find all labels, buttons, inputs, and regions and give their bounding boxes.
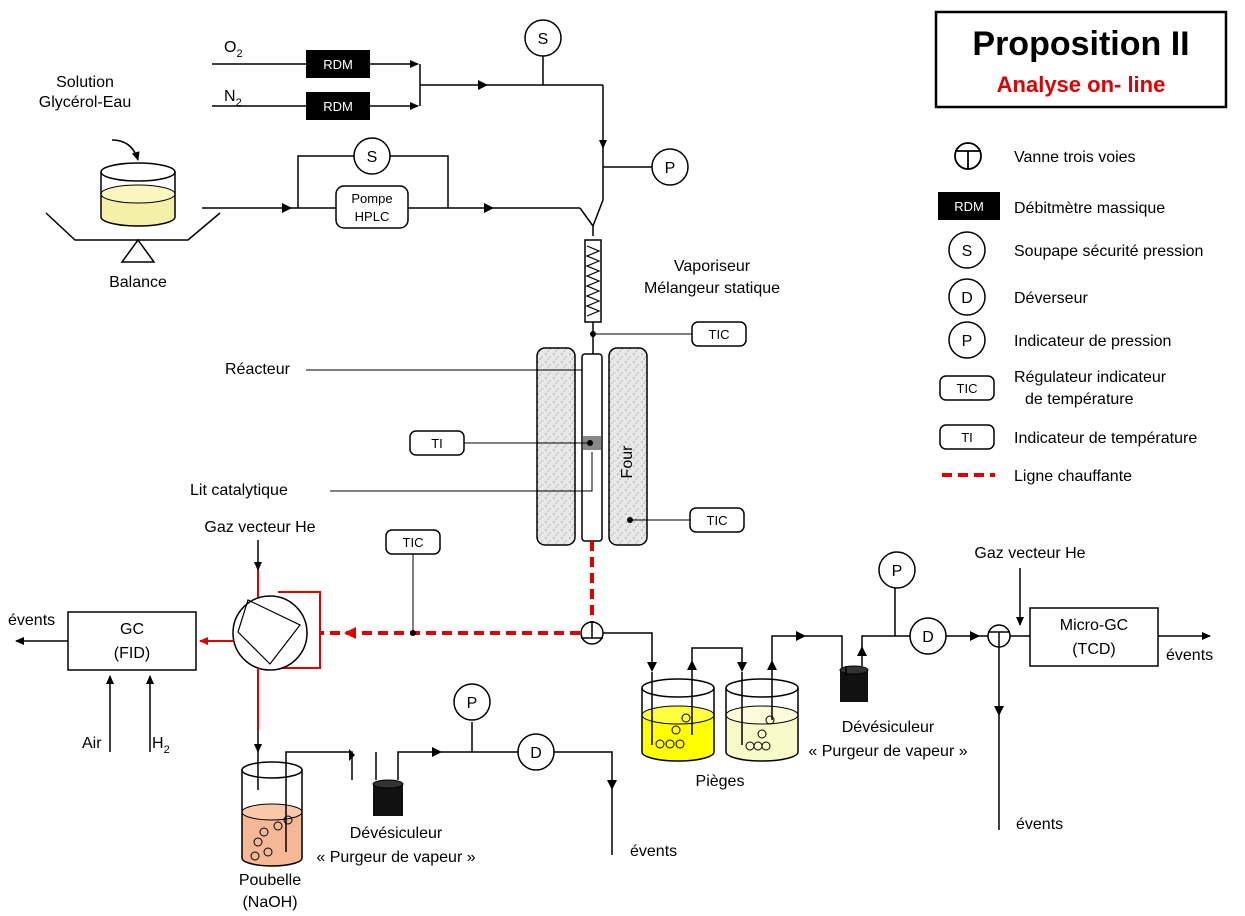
- tic-furnace: [689, 507, 745, 533]
- legend-d-label: Déverseur: [1014, 290, 1088, 307]
- gas-feed: O2 N2 RDM RDM S P: [212, 19, 689, 200]
- legend-d-symbol: [948, 278, 986, 316]
- gc-section: TIC Gaz vecteur He GC (FID) évents Air H…: [8, 519, 677, 911]
- demister-2: [840, 670, 868, 702]
- legend-s-symbol-text: S: [962, 243, 973, 260]
- gc-label-1: GC: [120, 621, 144, 638]
- relief-valve-gc-label: D: [530, 745, 542, 762]
- right-vents-down-label: évents: [1016, 816, 1063, 833]
- furnace-label: Four: [619, 445, 636, 479]
- hplc-pump-label-2: HPLC: [355, 209, 390, 224]
- balance-label: Balance: [109, 274, 167, 291]
- pressure-indicator-top: [651, 148, 689, 186]
- legend-heated-line-label: Ligne chauffante: [1014, 468, 1132, 485]
- furnace-right: [608, 347, 648, 546]
- micro-gc-label-2: (TCD): [1072, 641, 1116, 658]
- rdm-n2-label: RDM: [323, 99, 353, 114]
- waste-beaker: [241, 752, 303, 867]
- rdm-n2: [306, 92, 370, 120]
- safety-valve-liquid-label: S: [367, 149, 378, 166]
- pressure-indicator-gc-label: P: [467, 695, 478, 712]
- reactor-label: Réacteur: [225, 361, 291, 378]
- subtitle: Analyse on- line: [997, 72, 1166, 97]
- rdm-o2-label: RDM: [323, 57, 353, 72]
- hplc-pump-label-1: Pompe: [351, 191, 392, 206]
- waste-label-2: (NaOH): [242, 894, 297, 911]
- waste-label-1: Poubelle: [239, 872, 301, 889]
- safety-valve-liquid: [353, 137, 391, 175]
- carrier-gas-label: Gaz vecteur He: [204, 519, 315, 536]
- legend-rdm-symbol: [938, 192, 1000, 220]
- relief-valve-right-label: D: [922, 629, 934, 646]
- gc-vents-label: évents: [8, 612, 55, 629]
- legend-ti-label: Indicateur de température: [1014, 430, 1197, 447]
- legend-tic-label-1: Régulateur indicateur: [1014, 369, 1167, 386]
- legend-rdm-symbol-text: RDM: [954, 199, 984, 214]
- tic-top-label: TIC: [709, 327, 730, 342]
- vaporiser-label-1: Vaporiseur: [674, 258, 751, 275]
- feed-beaker: [100, 162, 176, 227]
- micro-gc-tcd: [1029, 607, 1159, 667]
- legend-s-symbol: [948, 231, 986, 269]
- pressure-indicator-right: [878, 551, 916, 589]
- legend-tic-symbol-text: TIC: [957, 381, 978, 396]
- pressure-indicator-gc: [453, 683, 491, 721]
- solution-label-1: Solution: [56, 74, 114, 91]
- legend-ti-symbol: [939, 424, 995, 450]
- legend-valve-symbol: [954, 142, 982, 170]
- legend-p-symbol-text: P: [962, 333, 973, 350]
- trap-1: [641, 660, 715, 762]
- legend-rdm-label: Débitmètre massique: [1014, 200, 1165, 217]
- tic-furnace-label: TIC: [707, 513, 728, 528]
- traps-section: Pièges Dévésiculeur « Purgeur de vapeur …: [603, 545, 1213, 833]
- reactor-section: Vaporiseur Mélangeur statique TIC Four R…: [190, 239, 780, 546]
- furnace-left: [536, 347, 576, 546]
- h2-label: H2: [152, 735, 170, 756]
- legend-ti-symbol-text: TI: [961, 430, 973, 445]
- legend-p-symbol: [948, 321, 986, 359]
- micro-gc-vents-label: évents: [1166, 647, 1213, 664]
- legend-p-label: Indicateur de pression: [1014, 333, 1171, 350]
- legend-tic-label-2: de température: [1025, 391, 1134, 408]
- rdm-o2: [306, 50, 370, 78]
- gc-fid: [67, 611, 197, 671]
- micro-gc-label-1: Micro-GC: [1060, 617, 1128, 634]
- legend-d-symbol-text: D: [961, 290, 973, 307]
- tic-heated-line-label: TIC: [403, 535, 424, 550]
- catalytic-bed-label: Lit catalytique: [190, 482, 288, 499]
- liquid-feed: Solution Glycérol-Eau Balance S Pompe HP…: [39, 74, 604, 291]
- air-label: Air: [82, 735, 102, 752]
- legend-s-label: Soupape sécurité pression: [1014, 243, 1203, 260]
- injection-valve: [232, 595, 308, 671]
- solution-label-2: Glycérol-Eau: [39, 94, 131, 111]
- demister-1-label-1: Dévésiculeur: [350, 825, 443, 842]
- tic-top: [691, 321, 747, 347]
- o2-label: O2: [224, 39, 243, 60]
- demister-2-label-2: « Purgeur de vapeur »: [808, 743, 967, 760]
- gc-label-2: (FID): [114, 645, 150, 662]
- legend-tic-symbol: [939, 375, 995, 401]
- traps-label: Pièges: [696, 773, 745, 790]
- legend: Vanne trois voies RDM Débitmètre massiqu…: [938, 142, 1203, 485]
- safety-valve-gas-label: S: [538, 31, 549, 48]
- ti-label: TI: [431, 436, 443, 451]
- pressure-indicator-right-label: P: [892, 563, 903, 580]
- demister-2-label-1: Dévésiculeur: [842, 719, 935, 736]
- n2-label: N2: [224, 88, 242, 109]
- micro-carrier-gas-label: Gaz vecteur He: [974, 545, 1085, 562]
- demister-1: [373, 784, 403, 816]
- title-box: Proposition II Analyse on- line: [934, 10, 1228, 109]
- title: Proposition II: [972, 25, 1189, 63]
- safety-valve-gas: [524, 19, 562, 57]
- demister-1-label-2: « Purgeur de vapeur »: [316, 849, 475, 866]
- trap-2: [725, 660, 799, 762]
- gc-waste-vents-label: évents: [630, 843, 677, 860]
- balance: Balance: [45, 212, 221, 291]
- legend-valve-label: Vanne trois voies: [1014, 149, 1136, 166]
- hplc-pump: [335, 185, 409, 229]
- vaporiser-label-2: Mélangeur statique: [644, 280, 780, 297]
- pressure-indicator-top-label: P: [665, 160, 676, 177]
